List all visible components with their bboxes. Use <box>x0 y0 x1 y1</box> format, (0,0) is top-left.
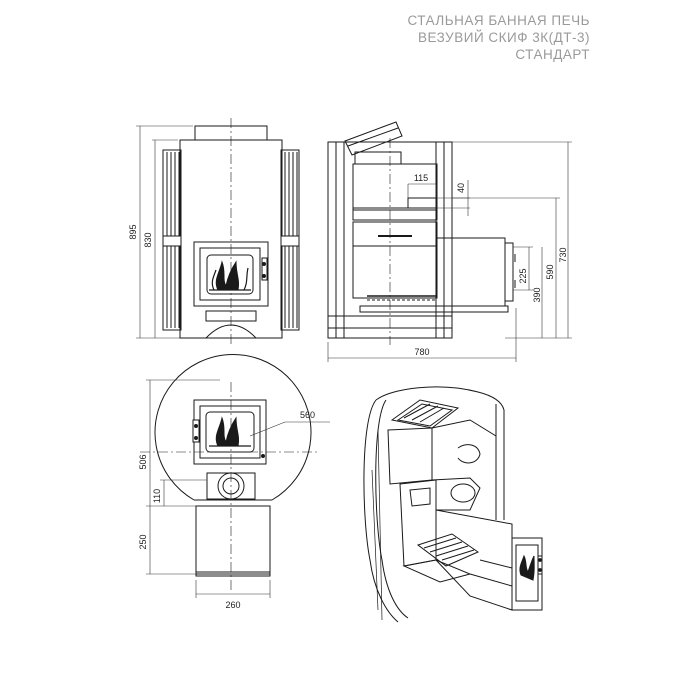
dim-side-width: 780 <box>414 347 429 357</box>
dim-top-offset: 110 <box>152 489 162 503</box>
top-view-circle <box>154 353 312 501</box>
dim-top-diameter: 560 <box>300 410 315 420</box>
dim-front-total-height: 895 <box>128 224 138 239</box>
side-fire-tunnel <box>437 237 506 307</box>
side-top-lid <box>344 121 403 156</box>
top-view-tunnel <box>195 505 271 575</box>
top-view <box>140 353 320 590</box>
title-line-1: СТАЛЬНАЯ БАННАЯ ПЕЧЬ <box>407 13 590 28</box>
iso-shell-left <box>363 399 399 623</box>
dim-side-390: 390 <box>532 287 542 302</box>
dim-side-590: 590 <box>545 264 555 279</box>
front-dimensions <box>136 125 193 339</box>
title-line-2: ВЕЗУВИЙ СКИФ 3К(ДТ-3) <box>417 30 590 45</box>
top-dimensions <box>146 379 330 598</box>
front-view <box>162 118 300 345</box>
isometric-cutaway <box>363 386 543 623</box>
dim-tunnel-length: 250 <box>138 534 148 549</box>
side-view <box>327 121 516 345</box>
dim-side-225: 225 <box>518 268 528 283</box>
front-door-frame <box>193 241 269 307</box>
dim-side-top-width: 115 <box>414 173 428 183</box>
dim-top-depth: 506 <box>138 454 148 469</box>
dim-tunnel-width: 260 <box>225 600 240 610</box>
dim-side-730: 730 <box>558 247 568 262</box>
title-line-3: СТАНДАРТ <box>515 47 590 62</box>
drawing-title: СТАЛЬНАЯ БАННАЯ ПЕЧЬ ВЕЗУВИЙ СКИФ 3К(ДТ-… <box>407 12 590 63</box>
dim-front-body-height: 830 <box>143 232 153 247</box>
dim-side-top-height: 40 <box>456 183 466 193</box>
front-ash-slot <box>205 310 257 322</box>
side-dimensions <box>327 141 572 362</box>
